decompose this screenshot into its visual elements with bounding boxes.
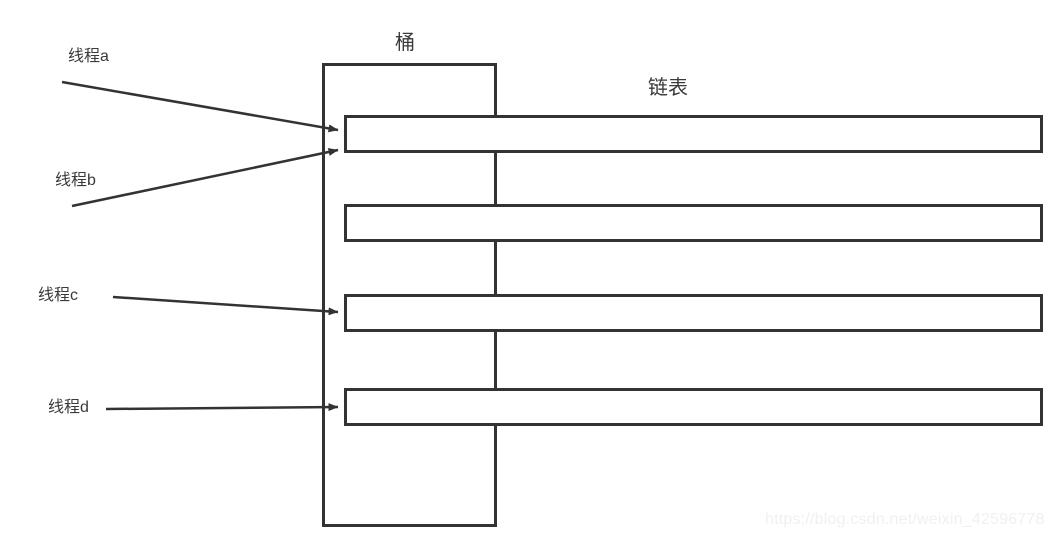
thread-label-b: 线程b <box>55 172 96 189</box>
thread-label-d: 线程d <box>48 399 89 416</box>
watermark-text: https://blog.csdn.net/weixin_42596778 <box>765 511 1045 528</box>
list-node-1 <box>344 115 1043 153</box>
thread-label-a: 线程a <box>68 48 109 65</box>
list-node-4 <box>344 388 1043 426</box>
linked-list-title: 链表 <box>648 77 688 99</box>
thread-b-arrow <box>71 148 339 208</box>
list-node-3 <box>344 294 1043 332</box>
list-node-2 <box>344 204 1043 242</box>
thread-c-arrow <box>112 295 339 316</box>
thread-d-arrow <box>105 403 339 412</box>
thread-label-c: 线程c <box>38 287 79 304</box>
thread-a-arrow <box>61 80 339 133</box>
bucket-title: 桶 <box>395 32 415 54</box>
